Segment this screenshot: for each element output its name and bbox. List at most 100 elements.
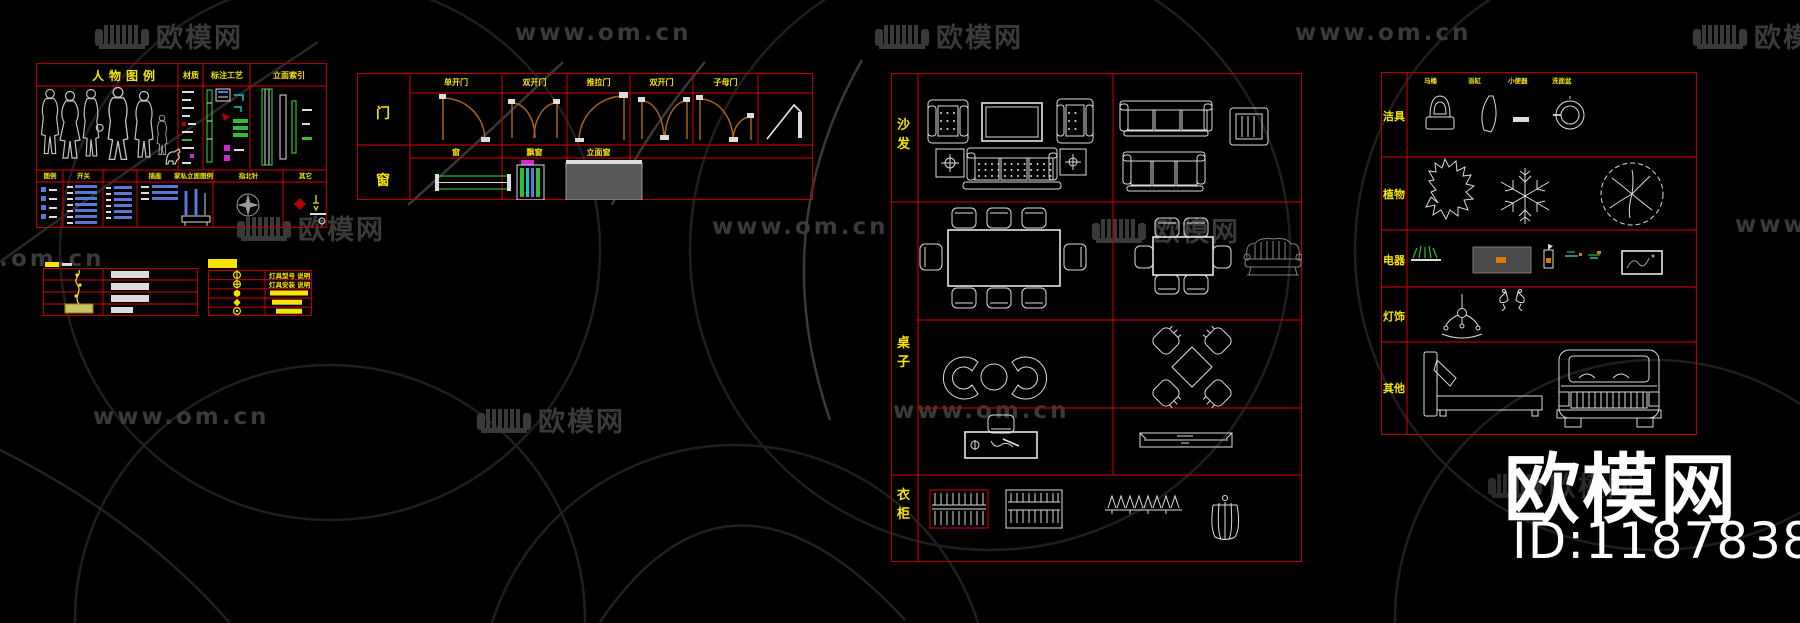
door-type-header: 单开门: [444, 78, 468, 87]
sofa-icon: [1693, 24, 1747, 49]
chandelier: [1441, 294, 1483, 339]
watermark-brand-text: 欧模网: [1153, 217, 1240, 248]
door-type-header: 推拉门: [586, 78, 611, 87]
watermark-brand: 欧模网: [1092, 210, 1240, 249]
plant-on-cabinet: [1411, 245, 1441, 261]
small-appliances: [1565, 251, 1601, 259]
site-id: ID:1187838: [1512, 512, 1800, 570]
fixture-label: 浴缸: [1468, 77, 1481, 85]
watermark-url: www.om.cn: [515, 20, 692, 46]
legend-header: 立面索引: [273, 71, 305, 80]
legend-title: 人物图例: [91, 69, 160, 83]
lamp-symbols: [233, 270, 242, 315]
lamp-spec-table-art: [43, 262, 198, 317]
bay-window: [516, 160, 545, 200]
watermark-brand: 欧模网: [1693, 16, 1800, 55]
sofa-icon: [477, 408, 531, 433]
sofa-pair-plan: [1119, 100, 1269, 192]
round-basin: [1553, 96, 1585, 130]
plan-window: [435, 174, 511, 191]
process-marks: [206, 88, 248, 163]
sofa-icon: [95, 24, 149, 49]
elevation-index-marks: [261, 88, 312, 166]
lighting-legend-table-art: [208, 259, 312, 316]
legend-bar-list-1: [67, 185, 97, 224]
furniture-group-label-table: 桌子: [896, 336, 910, 370]
furniture-panel-art: [891, 73, 1302, 562]
floor-lamp-symbol: [64, 269, 94, 314]
fixture-label: 小便器: [1508, 77, 1528, 85]
wardrobe-plan-1: [929, 489, 989, 529]
people-figures: [40, 86, 181, 165]
legend-subheader: 开关: [77, 172, 90, 180]
wall-lamp-pair: [1499, 289, 1525, 312]
wide-swing-door: [575, 92, 628, 142]
legend-subheader: 图例: [43, 172, 57, 180]
lamp-spec-table: [43, 258, 198, 317]
counter-elevation: [1139, 432, 1233, 448]
watermark-brand-text: 欧模网: [298, 215, 385, 246]
watermark-brand-text: 欧模网: [1754, 23, 1800, 54]
fixture-label: 马桶: [1424, 77, 1437, 85]
door-window-panel: 门 窗 单开门 双开门 推拉门 双开门 子母门 窗 飘窗 立面窗: [357, 65, 813, 200]
legend-bar-list-2: [106, 186, 132, 219]
legend-subheader: 插座: [148, 172, 162, 180]
category-label-plants: 植物: [1383, 188, 1405, 201]
watermark-brand: 欧模网: [477, 400, 625, 439]
door-window-panel-art: [357, 72, 813, 200]
door-row-label: 门: [376, 106, 390, 122]
sofa-icon: [1488, 473, 1542, 498]
sofa-icon: [1092, 218, 1146, 243]
plant-tree: [1600, 162, 1664, 226]
car-front-view: [1556, 349, 1662, 428]
spec-row-text: 灯具型号 说明: [269, 272, 311, 280]
fixture-label: 洗面盆: [1552, 77, 1572, 85]
watermark-url: www.om.cn: [893, 398, 1070, 424]
window-type-header: 飘窗: [526, 148, 543, 157]
legend-header: 标注工艺: [211, 71, 243, 80]
category-label-others: 其他: [1383, 382, 1405, 395]
watermark-brand-text: 欧模网: [538, 407, 625, 438]
watermark-url: www.om.cn: [1735, 212, 1800, 238]
watermark-brand-text: 欧模网: [1549, 472, 1636, 503]
toilet-plan: [1425, 95, 1455, 130]
sofa-elevation-ornate: [1243, 238, 1302, 276]
water-heater: [1543, 244, 1554, 269]
category-panel-art: [1381, 72, 1697, 435]
hanging-clothes: [1211, 495, 1240, 540]
category-panel: 洁具 植物 电器 灯饰 其他 马桶 浴缸 小便器 洗面盆: [1381, 72, 1697, 435]
folding-door: [766, 103, 802, 140]
lounge-chairs-round-table: [942, 356, 1048, 400]
sofa-set-plan: [927, 98, 1094, 190]
category-label-appliances: 电器: [1383, 254, 1405, 267]
window-row-label: 窗: [376, 173, 390, 189]
bed-side-elevation: [1423, 351, 1543, 417]
spec-row-text: 灯具安装 说明: [269, 281, 311, 289]
watermark-brand: 欧模网: [875, 16, 1023, 55]
legend-panel: 人物图例 材质 标注工艺 立面索引 图例 开关 插座 家私立面图例 指北针 其它: [36, 63, 327, 228]
category-label-lighting: 灯饰: [1383, 310, 1405, 323]
misc-legend-items: [294, 195, 326, 225]
shelf-block: [1513, 117, 1529, 122]
legend-subheader: 指北针: [238, 172, 259, 180]
framed-picture: [1621, 250, 1663, 275]
switch-symbols: [41, 187, 57, 219]
watermark-url: www.om.cn: [1295, 20, 1472, 46]
furniture-panel: 沙发 桌子 衣柜: [891, 73, 1302, 562]
watermark-brand: 欧模网: [237, 208, 385, 247]
watermark-url: www.om.cn: [712, 214, 889, 240]
double-swing-door: [508, 99, 560, 139]
site-name: 欧模网: [1504, 445, 1738, 534]
urinal: [1481, 95, 1497, 133]
category-label-sanitary: 洁具: [1383, 110, 1405, 123]
watermark-brand-text: 欧模网: [936, 23, 1023, 54]
elevation-window: [565, 160, 643, 200]
furniture-group-label-wardrobe: 衣柜: [896, 488, 910, 522]
office-desk-plan: [964, 414, 1038, 459]
watermark-brand: 欧模网: [95, 16, 243, 55]
door-type-header: 双开门: [649, 78, 674, 87]
watermark-brand: 欧模网: [1488, 465, 1636, 504]
dining-table-8-seats: [919, 207, 1087, 309]
watermark-brand-text: 欧模网: [156, 23, 243, 54]
